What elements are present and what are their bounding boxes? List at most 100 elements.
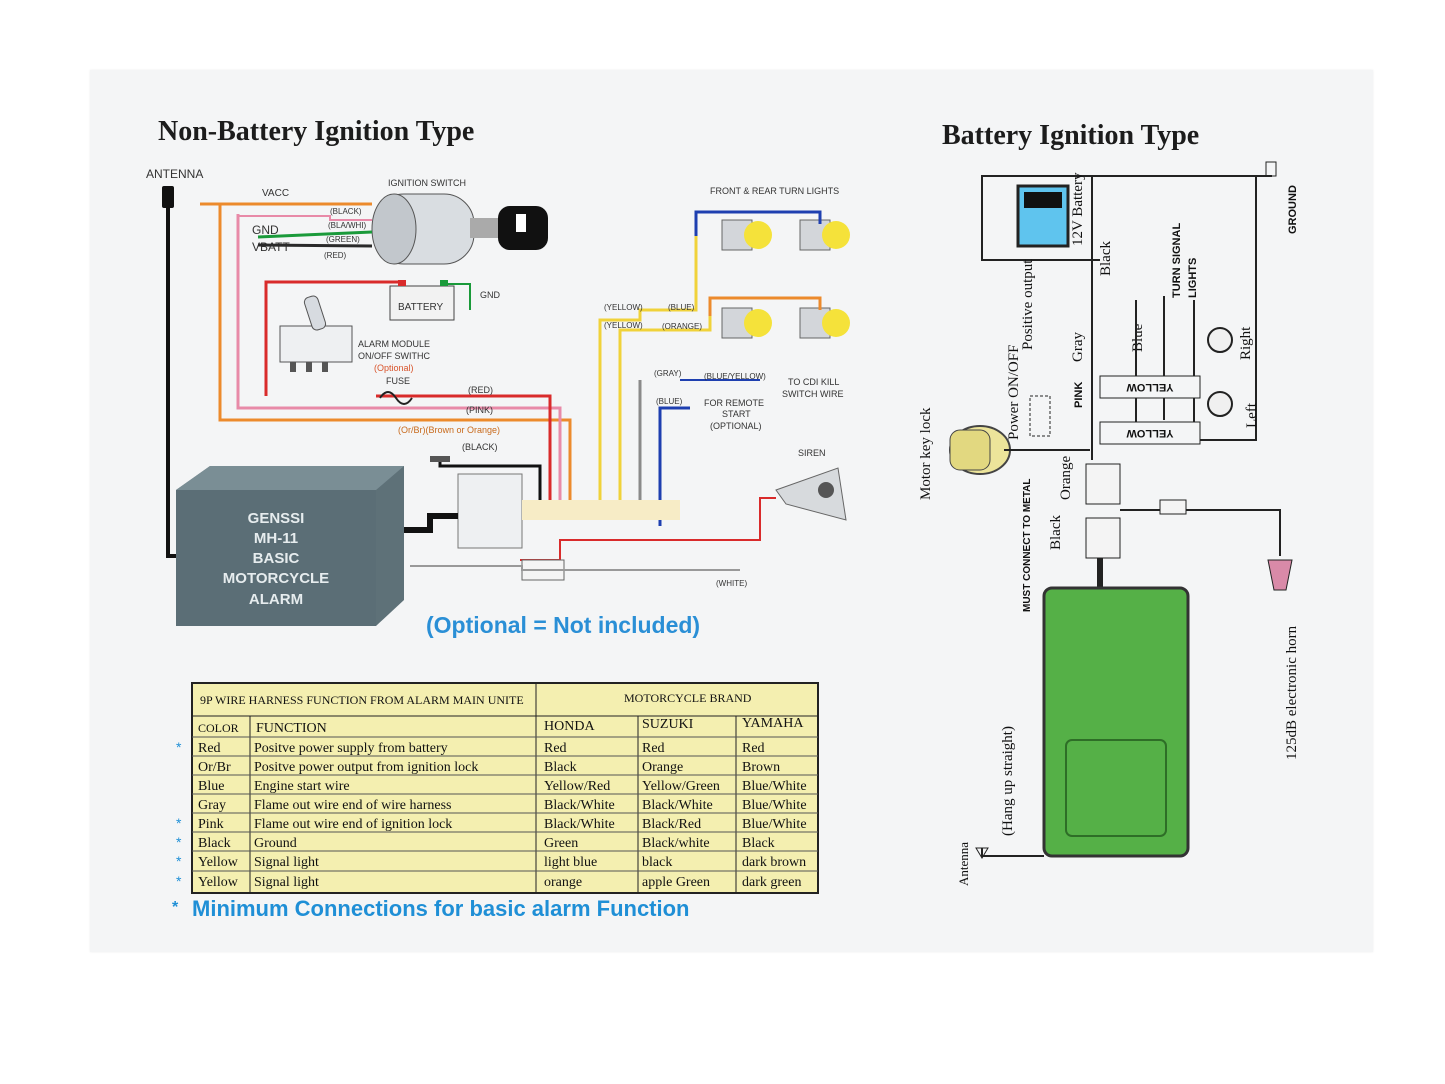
battery-gnd-label: GND bbox=[480, 290, 501, 300]
gnd-wire bbox=[257, 230, 373, 239]
white-wire bbox=[410, 565, 740, 571]
module-line-2: MH-11 bbox=[254, 530, 298, 547]
motor-key-label: Motor key lock bbox=[918, 407, 934, 500]
vbatt-label: VBATT bbox=[252, 240, 290, 254]
cell-yamaha: Black bbox=[742, 836, 775, 851]
cell-function: Ground bbox=[254, 836, 297, 851]
blue-remote-wire bbox=[658, 406, 690, 526]
col-honda: HONDA bbox=[544, 719, 595, 734]
cell-suzuki: apple Green bbox=[642, 875, 710, 890]
yellow-wire-1 bbox=[598, 236, 698, 510]
optional-label: (Optional) bbox=[374, 363, 414, 373]
cell-honda: Black bbox=[544, 760, 577, 775]
positive-output-label: Positive output bbox=[1020, 259, 1036, 350]
blue-label-1: (BLUE) bbox=[668, 303, 695, 312]
gray-label-right: Gray bbox=[1070, 332, 1086, 362]
yellow-label-right-1: YELLOW bbox=[1126, 381, 1174, 393]
right-light-icons bbox=[1207, 327, 1233, 417]
table-title: 9P WIRE HARNESS FUNCTION FROM ALARM MAIN… bbox=[200, 693, 524, 707]
cell-suzuki: Orange bbox=[642, 760, 683, 775]
col-suzuki: SUZUKI bbox=[642, 717, 694, 732]
cell-suzuki: Black/Red bbox=[642, 817, 701, 832]
alarm-toggle-switch-icon bbox=[279, 295, 353, 372]
brand-header: MOTORCYCLE BRAND bbox=[624, 691, 752, 705]
gray-label: (GRAY) bbox=[654, 369, 682, 378]
power-switch-label: Power ON/OFF bbox=[1006, 345, 1022, 440]
module-line-3: BASIC bbox=[253, 550, 300, 567]
ignition-switch-label: IGNITION SWITCH bbox=[388, 178, 466, 188]
cell-function: Positve power supply from battery bbox=[254, 741, 448, 756]
right-title: Battery Ignition Type bbox=[942, 120, 1199, 151]
fuse-label: FUSE bbox=[386, 376, 410, 386]
cell-yamaha: Blue/White bbox=[742, 779, 807, 794]
wire-connector-icon bbox=[457, 473, 523, 549]
horn-connector-icon bbox=[1159, 499, 1187, 515]
hang-label: (Hang up straight) bbox=[1000, 726, 1016, 836]
col-color: COLOR bbox=[198, 721, 239, 735]
horn-wire bbox=[1120, 509, 1281, 556]
ground-symbol-icon bbox=[430, 456, 450, 462]
cell-honda: Black/White bbox=[544, 798, 615, 813]
ground-icon bbox=[1265, 161, 1277, 177]
right-light-label: Right bbox=[1238, 326, 1254, 360]
red-battery-wire bbox=[264, 280, 400, 396]
pink-label-right: PINK bbox=[1073, 382, 1085, 408]
cell-color: Gray bbox=[198, 798, 226, 813]
cdi-label-1: TO CDI KILL bbox=[788, 377, 839, 387]
cell-color: Yellow bbox=[198, 875, 239, 890]
antenna-icon bbox=[162, 186, 174, 208]
alarm-switch-label2: ON/OFF SWITHC bbox=[358, 351, 430, 361]
col-yamaha: YAMAHA bbox=[742, 716, 804, 731]
motor-key-lock-icon bbox=[949, 425, 1011, 475]
black-label-bottom: Black bbox=[1048, 515, 1064, 550]
yellow-label-right-2: YELLOW bbox=[1126, 427, 1174, 439]
blue-turn-wire bbox=[694, 210, 822, 236]
turn-light-icons bbox=[721, 219, 850, 339]
black-ground-label: (BLACK) bbox=[462, 442, 498, 452]
red-wire bbox=[376, 394, 552, 500]
ground-right-wire bbox=[1100, 176, 1257, 441]
min-connection-star: * bbox=[176, 853, 182, 869]
yellow-box-2 bbox=[1099, 421, 1201, 445]
cell-function: Flame out wire end of ignition lock bbox=[254, 817, 452, 832]
connector-right-1 bbox=[1085, 463, 1121, 505]
blue-label-right: Blue bbox=[1130, 323, 1146, 352]
black-label-top: Black bbox=[1098, 241, 1114, 276]
fuse-icon bbox=[379, 391, 413, 405]
connector-right-2 bbox=[1085, 517, 1121, 559]
orange-turn-wire bbox=[708, 296, 822, 316]
cell-function: Signal light bbox=[254, 875, 319, 890]
harness-bundle bbox=[522, 500, 680, 520]
cell-honda: Black/White bbox=[544, 817, 615, 832]
battery-12v-label: 12V Battery bbox=[1070, 172, 1086, 246]
cell-color: Blue bbox=[198, 779, 224, 794]
blue-label-2: (BLUE) bbox=[656, 397, 683, 406]
cell-yamaha: dark green bbox=[742, 875, 801, 890]
vacc-label: VACC bbox=[262, 188, 289, 199]
antenna-label: ANTENNA bbox=[146, 167, 203, 181]
wire-harness-table bbox=[191, 682, 819, 894]
red-wire-label: (RED) bbox=[468, 385, 493, 395]
must-connect-label: MUST CONNECT TO METAL bbox=[1022, 478, 1033, 612]
cell-function: Positve power output from ignition lock bbox=[254, 760, 478, 775]
orbr-wire-label: (Or/Br)(Brown or Orange) bbox=[398, 425, 500, 435]
red-wire-label-top: (RED) bbox=[324, 251, 347, 260]
white-wire-label: (WHITE) bbox=[716, 579, 747, 588]
cell-yamaha: Red bbox=[742, 741, 765, 756]
module-harness-cable bbox=[404, 513, 458, 533]
antenna-wire-right bbox=[981, 848, 1044, 857]
horn-icon bbox=[1267, 559, 1293, 591]
power-switch-icon bbox=[1029, 395, 1051, 437]
left-light-label: Left bbox=[1244, 402, 1260, 428]
cell-color: Yellow bbox=[198, 855, 239, 870]
cell-suzuki: Red bbox=[642, 741, 665, 756]
battery-label: BATTERY bbox=[398, 302, 444, 313]
pink-link bbox=[238, 215, 372, 221]
table-rows: * Red Positve power supply from battery Red… bbox=[176, 739, 807, 890]
turn-signal-label-2: LIGHTS bbox=[1187, 258, 1199, 298]
battery-12v-icon bbox=[1016, 184, 1070, 248]
